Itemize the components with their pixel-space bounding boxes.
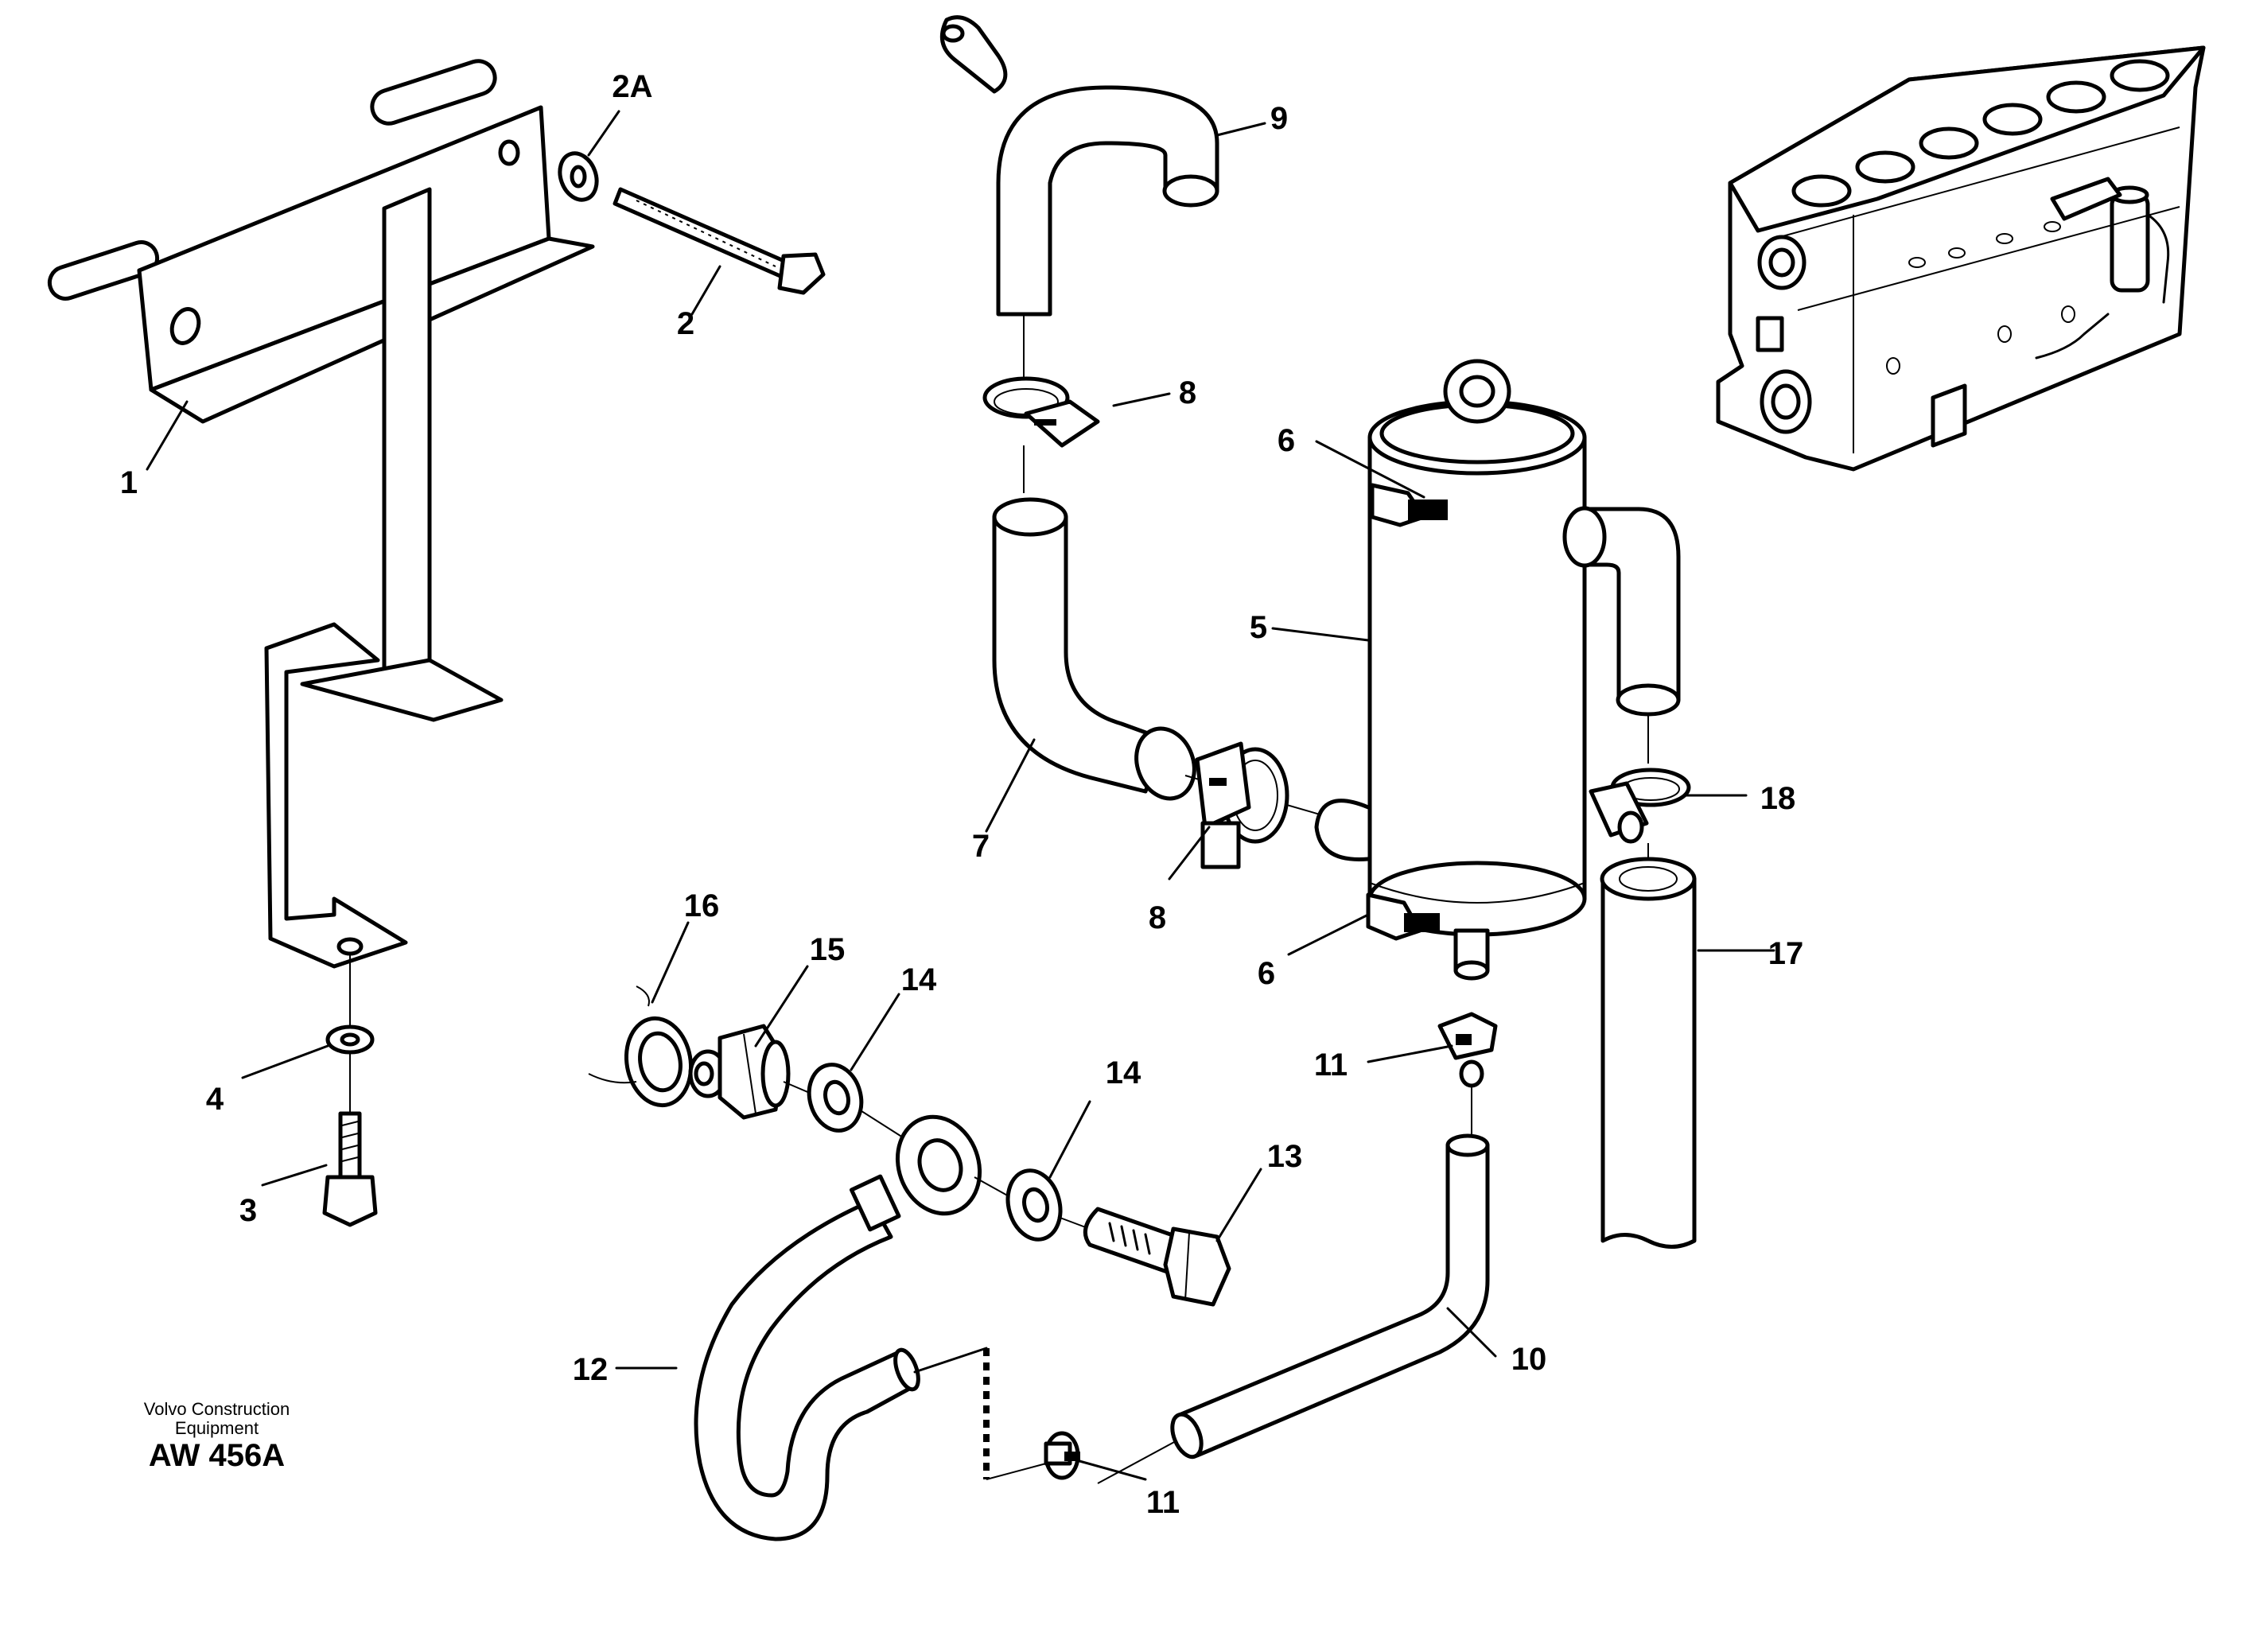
washer-part-14-right (974, 1168, 1091, 1242)
clamp-part-8-lower (1195, 741, 1289, 869)
clamp-part-6-upper (1370, 483, 1448, 527)
callout-10: 10 (1511, 1342, 1547, 1377)
callout-6-upper: 6 (1278, 423, 1295, 458)
callout-7: 7 (972, 829, 990, 864)
callout-9: 9 (1270, 101, 1288, 136)
callout-14-left: 14 (901, 962, 937, 997)
bolt-part-13 (1083, 1207, 1231, 1307)
leader-lines (146, 110, 1775, 1481)
callout-11-lower: 11 (1146, 1485, 1180, 1520)
callout-5: 5 (1250, 610, 1267, 645)
callout-6-lower: 6 (1258, 956, 1275, 991)
callout-11-upper: 11 (1314, 1048, 1348, 1083)
callout-12: 12 (573, 1352, 609, 1387)
screw-part-3 (322, 1054, 378, 1227)
clamp-part-8-upper (982, 376, 1100, 493)
footer-note: Volvo Construction Equipment AW 456A (119, 1399, 314, 1474)
drawing-id: AW 456A (148, 1438, 286, 1473)
pipe-part-12 (694, 1114, 990, 1541)
callout-18: 18 (1760, 781, 1796, 816)
clamp-part-11-upper (1437, 1012, 1498, 1137)
bracket-part-1 (47, 59, 595, 969)
callout-15: 15 (810, 932, 846, 967)
bolt-part-2 (558, 151, 826, 295)
callout-4: 4 (206, 1082, 224, 1117)
callout-3: 3 (239, 1193, 257, 1228)
callout-labels: 1 2 2A 3 4 5 6 6 7 8 8 9 10 11 11 12 13 … (120, 69, 1803, 1520)
footer-line-2: Equipment (174, 1418, 259, 1438)
callout-13: 13 (1267, 1139, 1303, 1174)
clamp-part-6-lower (1366, 892, 1440, 941)
seal-part-16 (588, 985, 694, 1108)
callout-8-lower: 8 (1149, 900, 1166, 935)
washer-part-4 (325, 954, 375, 1055)
hose-part-7 (992, 497, 1337, 820)
footer-line-1: Volvo Construction (143, 1399, 290, 1419)
callout-8-upper: 8 (1179, 375, 1196, 410)
callout-2: 2 (677, 306, 694, 341)
hose-part-9 (939, 15, 1219, 382)
callout-14-right: 14 (1106, 1055, 1141, 1090)
engine-block-inset (1716, 45, 2206, 472)
nut-part-15 (688, 1024, 791, 1120)
callout-17: 17 (1768, 936, 1804, 971)
callout-2a: 2A (612, 69, 652, 104)
clamp-part-18 (1589, 768, 1691, 867)
hose-part-17 (1600, 857, 1697, 1249)
washer-part-14-left (783, 1063, 904, 1138)
callout-1: 1 (120, 465, 138, 500)
clamp-part-11-lower (986, 1431, 1080, 1480)
pipe-part-10 (1097, 1133, 1490, 1484)
callout-16: 16 (684, 888, 720, 923)
